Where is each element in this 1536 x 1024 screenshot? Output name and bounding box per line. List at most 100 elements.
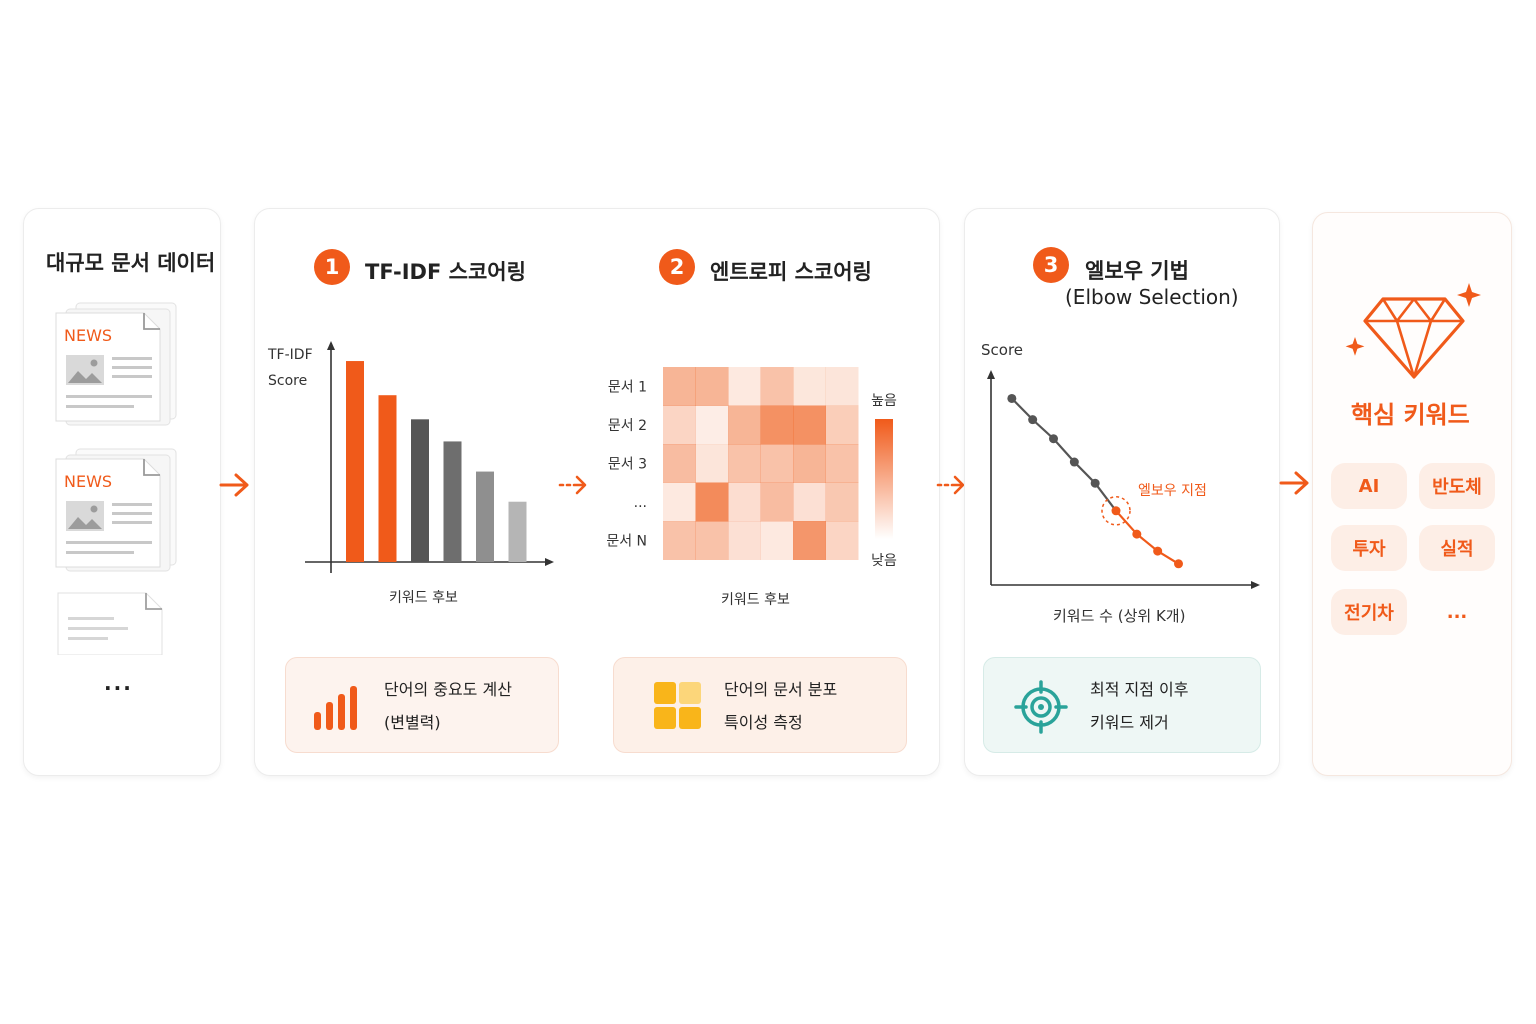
heat-cell [825,405,859,445]
elbow-point [1069,457,1079,467]
heat-cell [760,521,794,560]
heat-cell [663,367,696,406]
elbow-point [1090,478,1100,488]
output-card: 핵심 키워드 AI 반도체 투자 실적 전기차 ... [1312,212,1512,776]
heat-cell [663,444,696,483]
heat-cell [793,405,826,445]
elbow-point [1049,434,1058,444]
heat-cell [793,482,826,522]
news-label: NEWS [64,326,112,345]
heat-cell [760,367,794,406]
elbow-series-line [1011,397,1117,512]
bar-xlabel: 키워드 후보 [389,590,458,606]
elbow-series-line [1115,510,1180,565]
heat-row-label: 문서 3 [608,456,647,472]
heat-cell [793,367,826,406]
step2-info-text: 단어의 문서 분포 특이성 측정 [724,673,837,739]
heat-cell [695,521,729,560]
document-icon [54,591,184,656]
tfidf-bar [476,471,494,562]
step3-info-text: 최적 지점 이후 키워드 제거 [1090,673,1189,739]
input-card: 대규모 문서 데이터 NEWS NEWS [23,208,221,776]
keyword-chip[interactable]: 실적 [1419,525,1495,571]
step1-info-text: 단어의 중요도 계산 (변별력) [384,673,512,739]
step1-title: TF-IDF 스코어링 [365,260,526,284]
output-title: 핵심 키워드 [1351,401,1470,429]
heat-cell [695,482,729,522]
heat-row-label: ... [634,495,647,511]
elbow-ylabel: Score [981,341,1024,359]
heat-row-label: 문서 1 [608,379,647,395]
heat-cell [760,444,794,483]
heat-cell [728,444,761,483]
heat-cell [728,521,761,560]
keyword-chip[interactable]: 반도체 [1419,463,1495,509]
elbow-point [1132,529,1142,539]
diamond-icon [1343,277,1493,391]
heat-cell [825,367,859,406]
more-keywords: ... [1446,601,1468,623]
more-documents: ... [104,671,133,695]
tfidf-bar [411,419,429,562]
heat-cell [760,482,794,522]
tfidf-bar [378,395,397,562]
heat-cell [663,482,696,522]
target-icon [1014,680,1068,738]
arrow-right-icon [1278,468,1312,502]
keyword-chip[interactable]: AI [1331,463,1407,509]
arrow-right-icon [558,472,590,502]
elbow-annotation: 엘보우 지점 [1138,483,1207,499]
step3-subtitle: (Elbow Selection) [1065,285,1239,309]
step2-title: 엔트로피 스코어링 [710,260,872,284]
arrow-right-icon [936,472,968,502]
step1-info-box: 단어의 중요도 계산 (변별력) [285,657,559,753]
tfidf-bar [346,361,364,562]
sparkle-icon [1345,337,1365,356]
step3-info-line2: 키워드 제거 [1090,713,1169,732]
heat-cell [825,444,859,483]
tfidf-bar [443,441,462,562]
heat-legend-bar [875,419,893,539]
elbow-point [1028,415,1038,425]
keyword-chip[interactable]: 투자 [1331,525,1407,571]
bar-chart-icon [312,684,364,736]
heat-cell [695,444,729,483]
step2-info-box: 단어의 문서 분포 특이성 측정 [613,657,907,753]
heat-cell [695,405,729,445]
input-title: 대규모 문서 데이터 [46,251,216,275]
tfidf-bar [508,501,527,562]
heat-cell [695,367,729,406]
heat-row-label: 문서 N [606,533,647,549]
step3-info-line1: 최적 지점 이후 [1090,680,1189,699]
heat-xlabel: 키워드 후보 [721,592,790,608]
elbow-line-chart: 엘보우 지점 [987,370,1260,589]
step2-info-line2: 특이성 측정 [724,713,803,732]
bar-ylabel-1: TF-IDF [268,347,313,363]
heat-cell [728,367,761,406]
sparkle-icon [1457,283,1481,307]
step1-info-line2: (변별력) [384,713,441,732]
news-document-icon: NEWS [54,445,184,575]
news-label: NEWS [64,472,112,491]
heat-cell [760,405,794,445]
heat-cell [663,405,696,445]
heat-legend-high: 높음 [871,393,897,409]
arrow-right-icon [218,470,252,504]
step3-badge: 3 [1033,247,1069,283]
elbow-point [1007,393,1017,403]
step2-info-line1: 단어의 문서 분포 [724,680,838,699]
heat-legend-low: 낮음 [871,553,897,569]
elbow-point [1111,506,1121,516]
heat-row-label: 문서 2 [608,418,647,434]
scoring-card: 1 TF-IDF 스코어링 2 엔트로피 스코어링 TF-IDF Score 키… [254,208,940,776]
elbow-point [1153,546,1163,556]
heat-cell [793,444,826,483]
heat-cell [793,521,826,560]
elbow-point [1174,559,1183,569]
elbow-card: 3 엘보우 기법 (Elbow Selection) Score 엘보우 지점 … [964,208,1280,776]
step2-badge: 2 [659,249,695,285]
news-document-icon: NEWS [54,299,184,429]
bar-ylabel-2: Score [268,373,308,389]
keyword-chip[interactable]: 전기차 [1331,589,1407,635]
